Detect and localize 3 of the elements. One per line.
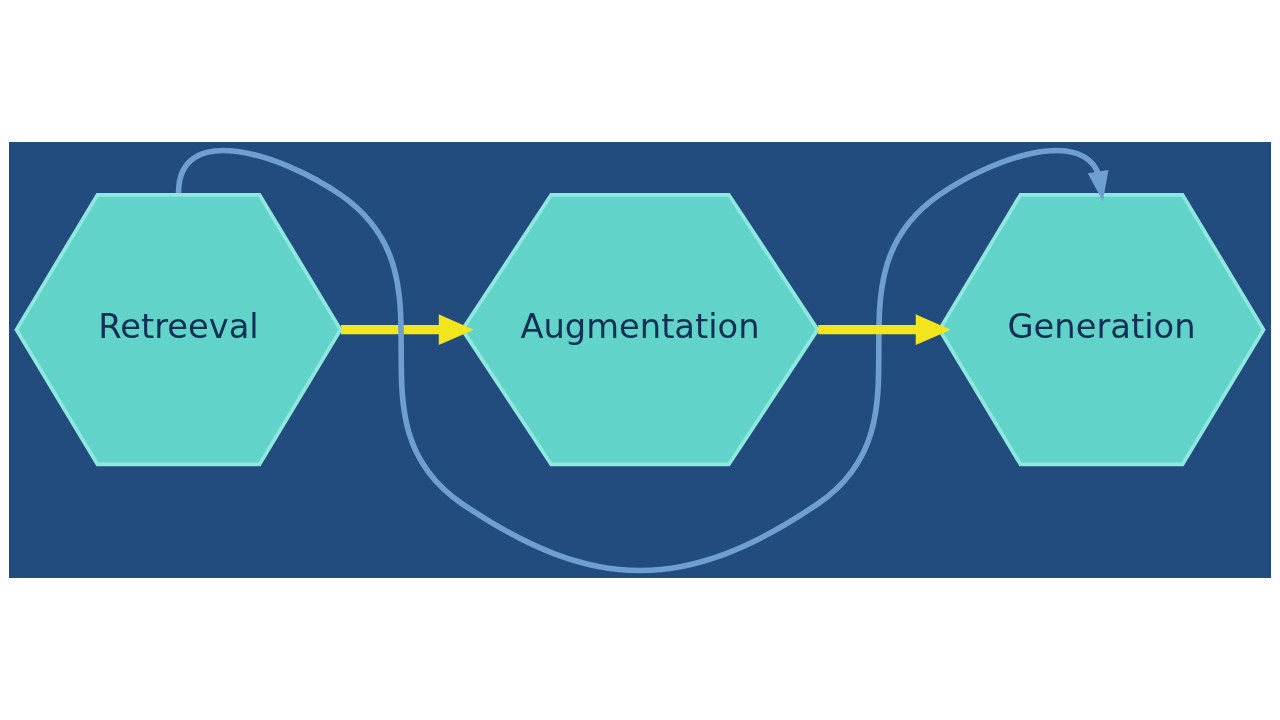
- arrow: [341, 314, 474, 345]
- arrow: [818, 314, 951, 345]
- arrow: [175, 147, 1109, 574]
